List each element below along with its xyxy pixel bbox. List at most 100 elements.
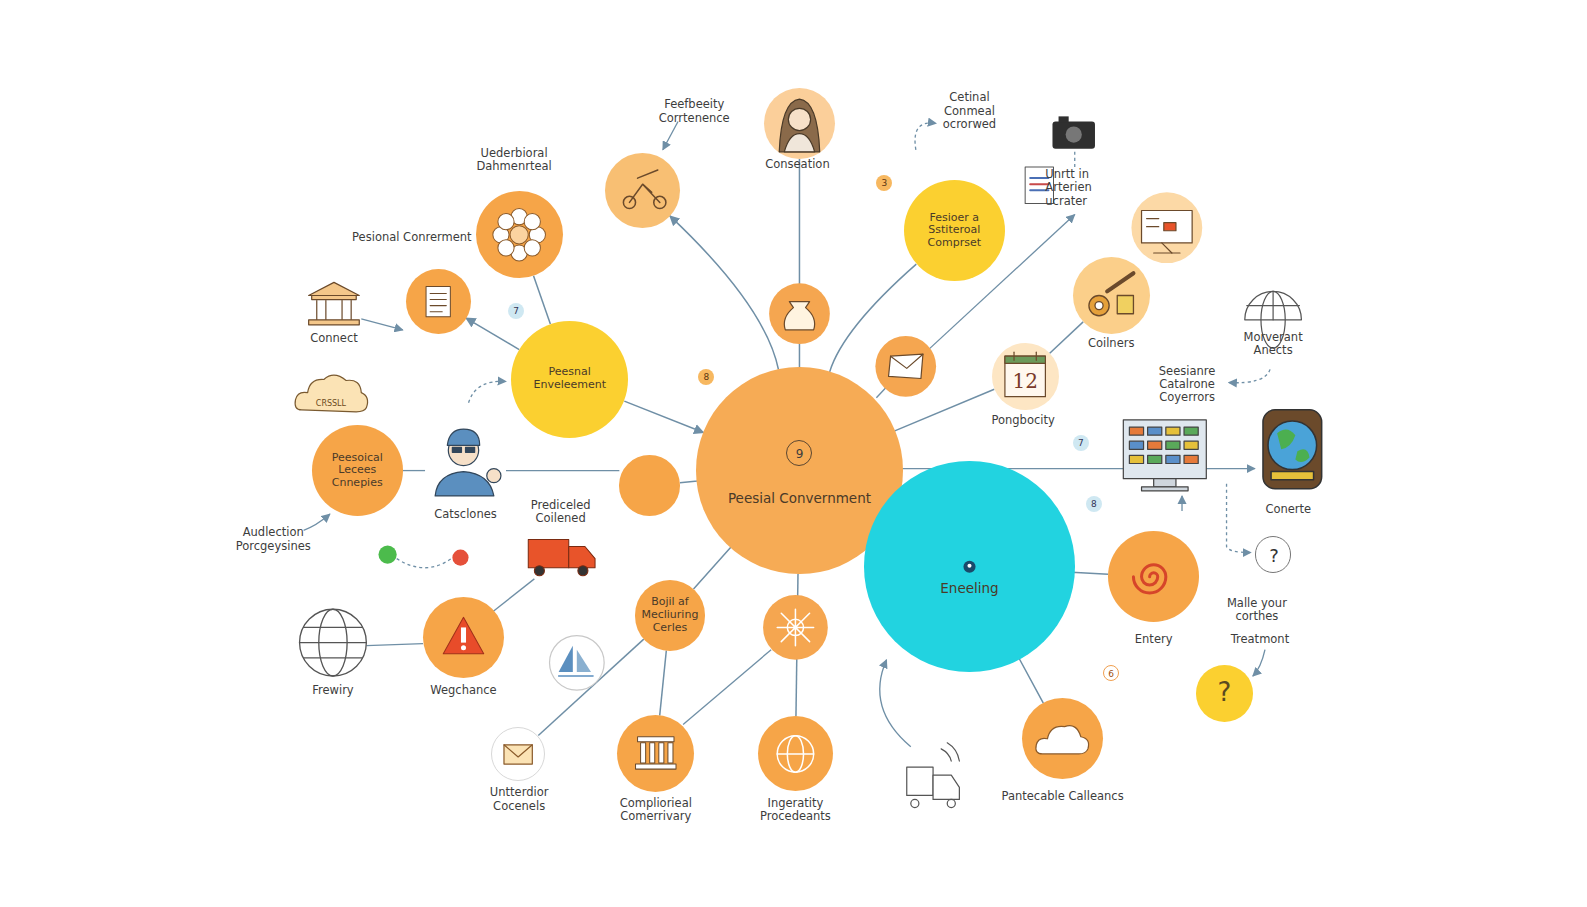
calendar-icon [1013,352,1014,360]
globe-icon [304,627,363,657]
node-text: Compliorieal Comerrivary [591,796,721,822]
pattern-icon [787,619,803,635]
node-text: Peesnal Enveleement [520,367,620,392]
monitor-icon [1147,218,1159,219]
laptop-icon [1154,479,1176,487]
cloud-icon [1036,726,1089,754]
hub-circle: Eneeling [864,461,1074,671]
leader-line [403,470,425,471]
sailboat-icon [577,650,591,672]
card-icon [875,336,936,397]
icon-circle: Pantecable Calleancs [1022,698,1103,779]
globe-icon [300,642,367,643]
laptop-icon [1129,455,1143,463]
monitor-icon [1154,252,1180,253]
callout-number: 7 [1073,435,1089,451]
worker-icon [435,472,494,496]
document-icon [426,286,450,316]
person-icon [779,99,819,152]
connector [895,389,995,431]
laptop-icon [1184,441,1198,449]
icon-circle: Coilners [1073,257,1150,334]
icon-label: Seesianre Catalrone Coyerrors [1146,365,1228,405]
truck-icon [933,775,959,799]
building-icon [309,282,360,295]
laptop-icon [1129,427,1143,435]
document-icon [426,286,450,316]
pattern-icon [763,595,828,660]
laptop-icon [1166,427,1180,435]
globe-icon [1272,291,1273,319]
building-icon [351,301,352,320]
cloud-icon [295,375,367,412]
topic-circle: Fesioer a Sstiteroal Comprset [904,180,1005,281]
leader-line [915,123,936,150]
flower-icon [498,240,514,256]
laptop-icon [1129,441,1143,449]
sailboat-icon [559,646,573,672]
flower-icon [493,227,509,243]
node-text: ? [1259,545,1289,566]
camera-icon [1066,126,1082,142]
envelope-icon [504,745,532,764]
flower-icon [498,214,514,230]
node-text: Feefbeeity Corrtenence [634,98,754,124]
laptop-icon [1123,420,1206,491]
calendar-icon [1005,356,1045,396]
icon-circle: Pesional Conrerment [406,269,471,334]
earth-icon [1268,421,1317,470]
worker-icon [487,469,501,483]
node-text: Bojil af Mecliuring Cerles [637,596,703,634]
icon-label: Cetinal Conmeal ocrorwed [933,91,1005,131]
connector [799,159,801,367]
monitor-icon [1164,223,1176,231]
document-icon [430,311,442,312]
laptop-icon [1123,420,1206,479]
columns-icon [668,743,673,763]
flower-icon [493,208,546,261]
leader-line [469,381,506,402]
cloud-icon [1036,726,1089,754]
leader-line [506,470,619,471]
card-icon [875,336,936,397]
icon-label: Audlection Porcgeysines [226,526,321,552]
topic-circle: Peesnal Enveleement [511,321,628,438]
earth-icon [1263,410,1322,489]
bike-icon [629,170,659,202]
monitor-icon [1147,226,1159,227]
icon-label: Unrtt in Arterien ucrater [1045,168,1120,208]
envelope-icon [504,745,532,764]
leader-line [304,514,330,530]
person-icon [788,108,810,130]
icon-layer [295,99,1322,807]
warning-icon [461,627,466,642]
document-icon [430,305,446,306]
globe-icon [319,609,347,676]
connector [1019,659,1043,704]
status-icon [963,561,975,573]
laptop-icon [1148,441,1162,449]
callout-number: 7 [508,303,524,319]
building-icon [316,301,317,320]
node-text: Wegchance [408,685,518,698]
leader-line [876,381,892,398]
icon-circle: 12Pongbocity [992,343,1059,410]
connector [1072,572,1108,574]
connector [624,401,703,432]
sailboat-icon [550,636,605,691]
icon-circle: Uederbioral Dahmenrteal [476,191,563,278]
sailboat-icon [550,636,605,691]
status-icon [963,561,975,573]
tools-icon [1107,273,1133,291]
tools-icon [1117,296,1133,314]
flower-icon [529,227,545,243]
leader-line [683,650,771,725]
connector [796,574,798,717]
monitor-icon [1131,192,1202,263]
connector [830,264,917,372]
bike-icon [654,196,666,208]
connector [1049,322,1083,354]
building-icon [309,282,360,325]
laptop-icon [1142,487,1189,491]
